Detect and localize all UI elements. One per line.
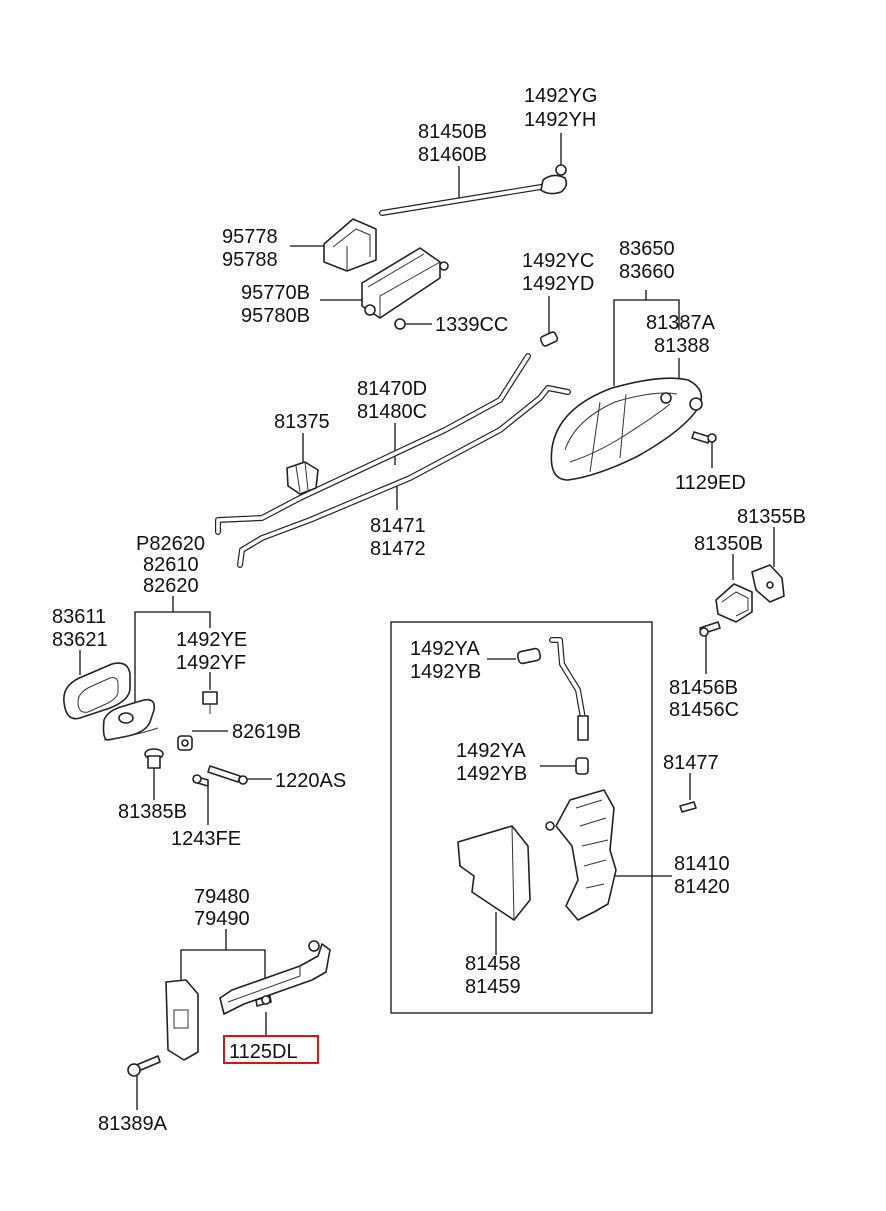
label-1220AS: 1220AS (275, 770, 346, 792)
label-81472: 81472 (370, 538, 426, 560)
label-1492YD: 1492YD (522, 273, 594, 295)
clip-1492YE (202, 691, 218, 714)
label-83660: 83660 (619, 261, 675, 283)
label-83650: 83650 (619, 238, 675, 260)
rod-81450B (379, 164, 568, 216)
part-labels: 1492YG 1492YH 81450B 81460B 95778 95788 … (52, 85, 806, 1135)
label-95770B: 95770B (241, 282, 310, 304)
label-81355B: 81355B (737, 506, 806, 528)
screw-1243FE (192, 774, 209, 787)
label-1492YG: 1492YG (524, 85, 597, 107)
cover-81458 (457, 825, 531, 921)
plate-81355B (751, 564, 785, 603)
label-79480: 79480 (194, 886, 250, 908)
label-95788: 95788 (222, 249, 278, 271)
outside-handle-83650 (550, 377, 703, 481)
rod-81470D (215, 353, 531, 535)
label-82610: 82610 (143, 554, 199, 576)
label-81388: 81388 (654, 335, 710, 357)
rod-81471 (237, 385, 571, 568)
clip-1492YC (539, 331, 559, 347)
door-check-79480 (165, 940, 331, 1061)
nut-1339CC (394, 318, 406, 330)
label-83611: 83611 (52, 606, 106, 628)
label-81410: 81410 (674, 853, 730, 875)
label-1492YA-lower: 1492YA (456, 740, 526, 762)
label-1492YE: 1492YE (176, 629, 247, 651)
bracket-95778 (323, 218, 377, 272)
label-1492YA-upper: 1492YA (410, 638, 480, 660)
rod-1492YA (549, 637, 589, 741)
label-81420: 81420 (674, 876, 730, 898)
bolt-1220AS (207, 765, 248, 785)
module-95770B (361, 247, 449, 319)
label-81450B: 81450B (418, 121, 487, 143)
latch-81410 (545, 789, 617, 921)
label-1129ED: 1129ED (675, 472, 746, 494)
label-81456C: 81456C (669, 699, 739, 721)
bolt-81389A (127, 1055, 161, 1077)
label-1125DL: 1125DL (229, 1041, 298, 1063)
screw-81477 (679, 801, 697, 813)
group-frame-81410 (390, 621, 653, 1014)
label-1339CC: 1339CC (435, 314, 508, 336)
escutcheon-83611 (63, 662, 131, 720)
bolt-81456B (699, 621, 721, 637)
label-1243FE: 1243FE (171, 828, 241, 850)
label-81480C: 81480C (357, 401, 427, 423)
pin-81385B (144, 748, 164, 769)
label-1492YB-lower: 1492YB (456, 763, 527, 785)
label-82619B: 82619B (232, 721, 301, 743)
clip-1492YA-lower (575, 757, 589, 775)
label-81389A: 81389A (98, 1113, 168, 1135)
washer-82619B (177, 735, 193, 751)
label-81459: 81459 (465, 976, 521, 998)
label-81471: 81471 (370, 515, 426, 537)
label-1492YH: 1492YH (524, 109, 596, 131)
label-81477: 81477 (663, 752, 719, 774)
label-81350B: 81350B (694, 533, 763, 555)
label-1492YB-upper: 1492YB (410, 661, 481, 683)
label-P82620: P82620 (136, 533, 205, 555)
label-95778: 95778 (222, 226, 278, 248)
lock-cylinder-P82620 (102, 698, 159, 741)
label-81375: 81375 (274, 411, 330, 433)
bolt-1125DL (255, 995, 272, 1007)
label-82620: 82620 (143, 575, 199, 597)
label-95780B: 95780B (241, 305, 310, 327)
label-81385B: 81385B (118, 801, 187, 823)
label-81387A: 81387A (646, 312, 716, 334)
highlight-box-1125DL (223, 1035, 319, 1064)
clip-1492YA-upper (516, 647, 542, 665)
label-81470D: 81470D (357, 378, 427, 400)
label-79490: 79490 (194, 908, 250, 930)
striker-81350B (715, 583, 753, 623)
label-1492YC: 1492YC (522, 250, 594, 272)
label-81456B: 81456B (669, 677, 738, 699)
label-81458: 81458 (465, 953, 521, 975)
screw-1129ED (691, 431, 717, 444)
leader-lines (79, 133, 775, 1110)
label-81460B: 81460B (418, 144, 487, 166)
label-83621: 83621 (52, 629, 108, 651)
clip-81375 (286, 461, 319, 495)
label-1492YF: 1492YF (176, 652, 246, 674)
